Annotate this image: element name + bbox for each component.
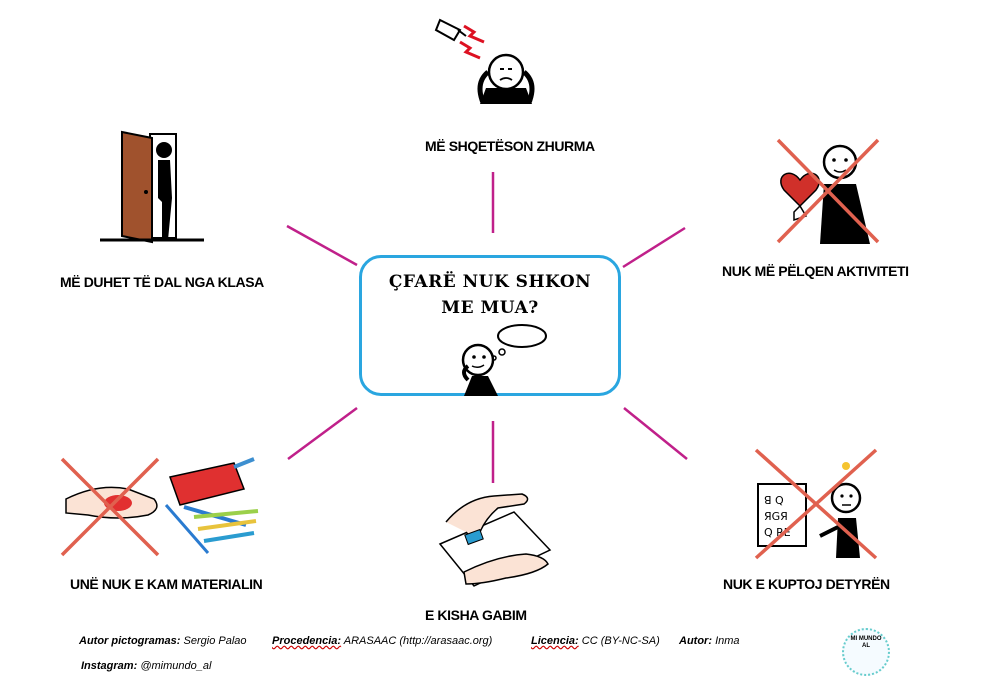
thinking-person-icon bbox=[461, 324, 547, 396]
svg-text:ЯGЯ: ЯGЯ bbox=[764, 510, 788, 523]
autor-label: Autor: bbox=[679, 635, 712, 647]
dislike-heart-icon bbox=[776, 138, 880, 244]
credits-line-1: Autor pictogramas: Sergio Palao bbox=[79, 635, 247, 647]
autor-pictogramas-label: Autor pictogramas: bbox=[79, 635, 181, 647]
central-question-line1: ÇFARË NUK SHKON bbox=[388, 272, 592, 292]
autor-value: Inma bbox=[715, 635, 740, 647]
logo-line2: AL bbox=[862, 643, 870, 649]
noise-headache-icon bbox=[434, 18, 535, 104]
procedencia-label: Procedencia: bbox=[272, 635, 342, 647]
connector-top-left bbox=[286, 224, 358, 267]
central-question-line2: ME MUA? bbox=[441, 298, 539, 318]
connector-top-right bbox=[622, 226, 686, 269]
credits-licencia: Licencia: CC (BY-NC-SA) bbox=[531, 635, 660, 647]
credits-procedencia: Procedencia: ARASAAC (http://arasaac.org… bbox=[272, 635, 492, 647]
confused-task-icon: ꓭ Q ЯGЯ Q RE bbox=[754, 448, 878, 560]
svg-text:Q RE: Q RE bbox=[764, 526, 791, 539]
svg-text:ꓭ Q: ꓭ Q bbox=[764, 494, 784, 507]
licencia-value: CC (BY-NC-SA) bbox=[581, 635, 660, 647]
node-label-bottom: E KISHA GABIM bbox=[425, 607, 527, 623]
autor-pictogramas-value: Sergio Palao bbox=[183, 635, 247, 647]
node-label-top: MË SHQETËSON ZHURMA bbox=[425, 138, 595, 154]
no-material-icon bbox=[60, 457, 259, 557]
connector-bottom-right bbox=[623, 407, 688, 460]
node-label-top-right: NUK MË PËLQEN AKTIVITETI bbox=[722, 263, 909, 279]
logo-line1: MI MUNDO bbox=[850, 636, 882, 642]
credits-instagram: Instagram: @mimundo_al bbox=[81, 660, 211, 672]
erasing-mistake-icon bbox=[438, 493, 552, 587]
connector-bottom-left bbox=[287, 406, 358, 461]
instagram-value[interactable]: @mimundo_al bbox=[140, 660, 212, 672]
node-label-bottom-right: NUK E KUPTOJ DETYRËN bbox=[723, 576, 890, 592]
door-exit-icon bbox=[100, 130, 204, 244]
central-question-box: ÇFARË NUK SHKON ME MUA? bbox=[359, 255, 621, 396]
licencia-label: Licencia: bbox=[531, 635, 579, 647]
credits-autor: Autor: Inma bbox=[679, 635, 740, 647]
node-label-bottom-left: UNË NUK E KAM MATERIALIN bbox=[70, 576, 263, 592]
node-label-top-left: MË DUHET TË DAL NGA KLASA bbox=[60, 274, 264, 290]
mi-mundo-al-logo: MI MUNDO AL bbox=[842, 628, 890, 676]
procedencia-value[interactable]: ARASAAC (http://arasaac.org) bbox=[343, 635, 493, 647]
instagram-label: Instagram: bbox=[81, 660, 138, 672]
